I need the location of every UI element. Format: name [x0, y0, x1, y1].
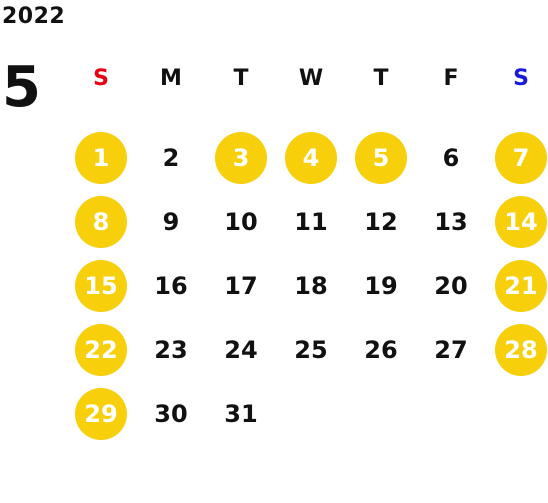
day-number: 13: [434, 208, 468, 236]
weekday-header-fri: F: [443, 66, 459, 91]
day-number: 23: [154, 336, 188, 364]
calendar-day: 30: [136, 382, 206, 446]
calendar-day-holiday: 22: [66, 318, 136, 382]
day-number: 19: [364, 272, 398, 300]
calendar-day: 24: [206, 318, 276, 382]
day-number: 31: [224, 400, 258, 428]
day-number: 12: [364, 208, 398, 236]
day-number: 7: [495, 132, 547, 184]
day-number: 25: [294, 336, 328, 364]
calendar-day: 25: [276, 318, 346, 382]
day-number: 1: [75, 132, 127, 184]
calendar-day-holiday: 4: [276, 126, 346, 190]
day-number: 11: [294, 208, 328, 236]
calendar-day: 12: [346, 190, 416, 254]
day-number: 24: [224, 336, 258, 364]
month-number: 5: [2, 55, 41, 120]
calendar-day: 10: [206, 190, 276, 254]
calendar-day: 31: [206, 382, 276, 446]
calendar-day: 19: [346, 254, 416, 318]
weekday-header-thu: T: [373, 66, 389, 91]
calendar-day: 11: [276, 190, 346, 254]
day-number: 9: [162, 208, 180, 236]
calendar-day: 20: [416, 254, 486, 318]
day-number: 26: [364, 336, 398, 364]
calendar-day-holiday: 21: [486, 254, 548, 318]
calendar-day: 18: [276, 254, 346, 318]
day-number: 22: [75, 324, 127, 376]
day-number: 15: [75, 260, 127, 312]
year-label: 2022: [2, 4, 66, 29]
day-number: 16: [154, 272, 188, 300]
day-number: 18: [294, 272, 328, 300]
calendar-day-holiday: 7: [486, 126, 548, 190]
calendar-day-holiday: 28: [486, 318, 548, 382]
calendar-day-holiday: 1: [66, 126, 136, 190]
day-number: 30: [154, 400, 188, 428]
day-number: 28: [495, 324, 547, 376]
day-number: 10: [224, 208, 258, 236]
calendar-day: 26: [346, 318, 416, 382]
calendar-day-holiday: 29: [66, 382, 136, 446]
day-number: 27: [434, 336, 468, 364]
calendar-day: 17: [206, 254, 276, 318]
day-number: 3: [215, 132, 267, 184]
calendar-day: 16: [136, 254, 206, 318]
weekday-header-mon: M: [160, 66, 182, 91]
day-number: 20: [434, 272, 468, 300]
calendar-day-holiday: 5: [346, 126, 416, 190]
calendar-day: 9: [136, 190, 206, 254]
calendar-day: 2: [136, 126, 206, 190]
weekday-header-sun: S: [93, 66, 109, 91]
day-number: 17: [224, 272, 258, 300]
calendar-day: 27: [416, 318, 486, 382]
day-number: 4: [285, 132, 337, 184]
day-number: 14: [495, 196, 547, 248]
day-number: 29: [75, 388, 127, 440]
weekday-header-tue: T: [233, 66, 249, 91]
day-number: 21: [495, 260, 547, 312]
calendar-day-holiday: 3: [206, 126, 276, 190]
day-number: 5: [355, 132, 407, 184]
calendar-day-holiday: 14: [486, 190, 548, 254]
day-number: 6: [442, 144, 460, 172]
weekday-header-sat: S: [513, 66, 529, 91]
calendar-day: 23: [136, 318, 206, 382]
day-number: 8: [75, 196, 127, 248]
calendar-day: 13: [416, 190, 486, 254]
calendar-day-holiday: 8: [66, 190, 136, 254]
day-number: 2: [162, 144, 180, 172]
weekday-header-wed: W: [298, 66, 324, 91]
calendar-day-holiday: 15: [66, 254, 136, 318]
calendar-day: 6: [416, 126, 486, 190]
